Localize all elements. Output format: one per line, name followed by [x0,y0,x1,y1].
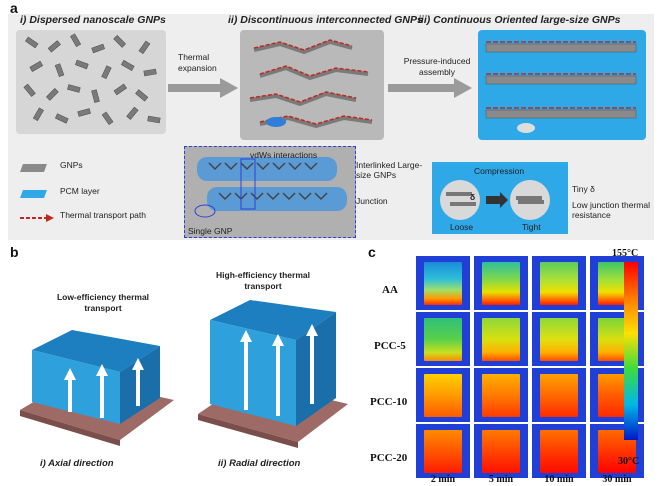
vdw-interactions-label: vdWs interactions [250,150,318,160]
thermal-image-pcc20-5min [474,424,528,478]
gray-arrow-icon [388,78,472,98]
thermal-image-pcc10-10min [532,368,586,422]
axial-block-graphic [20,330,174,446]
panel-c-label: c [368,244,376,260]
low-resistance-label: Low junction thermal resistance [572,200,650,220]
compression-box [432,162,568,234]
column-label-2min: 2 min [430,474,456,485]
panel-a-label: a [10,0,18,16]
legend-gnp-label: GNPs [60,160,83,170]
radial-direction-caption: ii) Radial direction [218,458,301,469]
pressure-assembly-label: Pressure-induced assembly [403,56,471,77]
legend-path-label: Thermal transport path [60,210,146,220]
discontinuous-paths-graphic [249,39,373,129]
legend-path-icon [20,210,54,228]
legend-gnp-icon [20,160,50,178]
scale-max-label: 155°C [612,248,639,259]
column-label-30min: 30 min [602,474,632,485]
thermal-image-pcc20-2min [416,424,470,478]
interlinked-gnps-graphic [194,157,347,218]
row-label-pcc-10: PCC-10 [370,396,408,408]
discontinuous-gnps-box [240,30,384,140]
low-efficiency-title: Low-efficiency thermal transport [56,292,150,313]
tight-label: Tight [522,222,541,232]
temperature-color-scale [624,262,638,440]
loose-label: Loose [450,222,474,232]
thermal-image-pcc5-2min [416,312,470,366]
tiny-delta-label: Tiny δ [572,184,595,194]
gray-arrow-icon [168,78,238,98]
interlinked-label: Interlinked Large-size GNPs [356,160,423,180]
thermal-image-aa-2min [416,256,470,310]
compression-graphic [440,180,550,220]
thermal-expansion-label: Thermal expansion [178,52,217,73]
junction-label: Junction [356,196,388,206]
radial-block [186,300,356,455]
thermal-image-aa-10min [532,256,586,310]
thermal-image-aa-5min [474,256,528,310]
dispersed-gnps-box [16,30,166,134]
gnp-flake-icon [20,164,47,172]
thermal-expansion-arrow [168,78,238,103]
axial-block [10,320,180,453]
title-discontinuous-gnps: ii) Discontinuous interconnected GNPs [228,14,423,26]
axial-direction-caption: i) Axial direction [40,458,114,469]
row-label-pcc-20: PCC-20 [370,452,408,464]
thermal-image-pcc10-5min [474,368,528,422]
pressure-assembly-arrow [388,78,472,103]
dashed-arrow-icon [20,214,54,222]
scale-min-label: 30°C [618,456,640,467]
legend-pcm-label: PCM layer [60,186,100,196]
thermal-image-pcc20-10min [532,424,586,478]
row-label-pcc-5: PCC-5 [374,340,406,352]
row-label-aa: AA [382,284,398,296]
pcm-layer-icon [20,190,47,198]
column-label-5min: 5 min [488,474,514,485]
column-label-10min: 10 min [544,474,574,485]
radial-block-graphic [198,300,348,448]
title-dispersed-gnps: i) Dispersed nanoscale GNPs [20,14,166,26]
thermal-image-pcc10-2min [416,368,470,422]
compression-label: Compression [474,166,525,176]
detail-box [184,146,356,238]
title-continuous-gnps: iii) Continuous Oriented large-size GNPs [418,14,621,26]
continuous-paths-graphic [485,41,637,133]
high-efficiency-title: High-efficiency thermal transport [216,270,310,291]
dispersed-flakes-graphic [23,33,161,125]
thermal-image-pcc5-10min [532,312,586,366]
continuous-gnps-box [478,30,646,140]
panel-b-label: b [10,244,19,260]
single-gnp-label: Single GNP [188,226,233,236]
thermal-image-pcc5-5min [474,312,528,366]
legend-pcm-icon [20,186,50,204]
delta-label: δ [470,192,476,202]
